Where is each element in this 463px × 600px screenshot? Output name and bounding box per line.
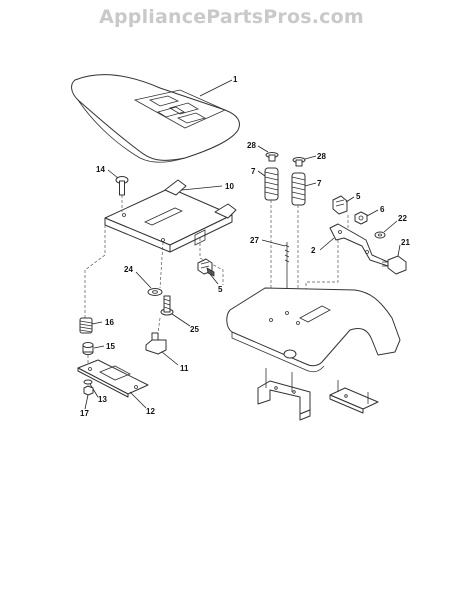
callout-10: 10 <box>225 182 234 191</box>
leader-28a <box>257 145 269 153</box>
leader-22 <box>383 220 398 233</box>
spring-clip-right[interactable] <box>332 195 348 215</box>
leader-21 <box>397 244 401 257</box>
callout-25: 25 <box>190 325 199 334</box>
leader-7a <box>257 170 266 177</box>
leader-6 <box>366 209 379 217</box>
callout-12: 12 <box>146 407 155 416</box>
spacer[interactable] <box>82 342 94 355</box>
callout-13: 13 <box>98 395 107 404</box>
callout-1: 1 <box>233 75 238 84</box>
foot-bracket[interactable] <box>329 380 379 414</box>
leader-24 <box>135 271 152 289</box>
slide-plate[interactable] <box>77 359 149 398</box>
leader-10 <box>181 185 223 191</box>
seat-pan[interactable] <box>104 179 237 253</box>
leader-28b <box>304 155 317 160</box>
leader-25 <box>171 313 191 327</box>
leader-13 <box>89 383 99 398</box>
flange-nut[interactable] <box>354 211 368 225</box>
leader-12 <box>129 391 147 409</box>
leader-15 <box>93 345 105 349</box>
leader-11 <box>161 351 179 366</box>
leader-2 <box>319 237 335 251</box>
callout-15: 15 <box>106 342 115 351</box>
adjustment-knob[interactable] <box>145 332 167 355</box>
callout-28b: 28 <box>317 152 326 161</box>
leader-5a <box>345 196 355 203</box>
callout-24: 24 <box>124 265 133 274</box>
leader-14 <box>107 169 119 179</box>
callout-6: 6 <box>380 205 385 214</box>
callout-7b: 7 <box>317 179 322 188</box>
seat-bracket[interactable] <box>329 223 389 267</box>
lock-washer[interactable] <box>83 379 93 385</box>
callout-2: 2 <box>311 246 316 255</box>
spring-clip-left[interactable] <box>197 258 215 277</box>
spring-left[interactable] <box>264 167 279 201</box>
support-bracket[interactable] <box>257 368 311 421</box>
washer[interactable] <box>147 288 163 296</box>
callout-11: 11 <box>180 364 189 373</box>
callout-5a: 5 <box>356 192 361 201</box>
callout-7a: 7 <box>251 167 256 176</box>
plug-left[interactable] <box>265 152 279 162</box>
shoulder-bolt[interactable] <box>160 295 174 316</box>
callout-22: 22 <box>398 214 407 223</box>
leader-27 <box>261 239 286 247</box>
hex-nut[interactable] <box>83 385 94 396</box>
leader-1 <box>199 79 233 97</box>
callout-27: 27 <box>250 236 259 245</box>
leader-16 <box>91 321 103 325</box>
callout-14: 14 <box>96 165 105 174</box>
callout-28a: 28 <box>247 141 256 150</box>
callout-16: 16 <box>105 318 114 327</box>
fender-pan[interactable] <box>226 287 401 373</box>
callout-5b: 5 <box>218 285 223 294</box>
leader-7b <box>304 182 317 187</box>
plug-right[interactable] <box>292 157 306 167</box>
leader-5b <box>209 273 219 285</box>
watermark: AppliancePartsPros.com <box>99 6 364 28</box>
carriage-bolt[interactable] <box>115 176 129 196</box>
seat[interactable] <box>71 74 240 163</box>
callout-17: 17 <box>80 409 89 418</box>
callout-21: 21 <box>401 238 410 247</box>
seat-spring[interactable] <box>79 317 93 334</box>
spring-right[interactable] <box>291 172 306 206</box>
flat-washer[interactable] <box>374 231 386 239</box>
leader-17 <box>84 394 89 410</box>
